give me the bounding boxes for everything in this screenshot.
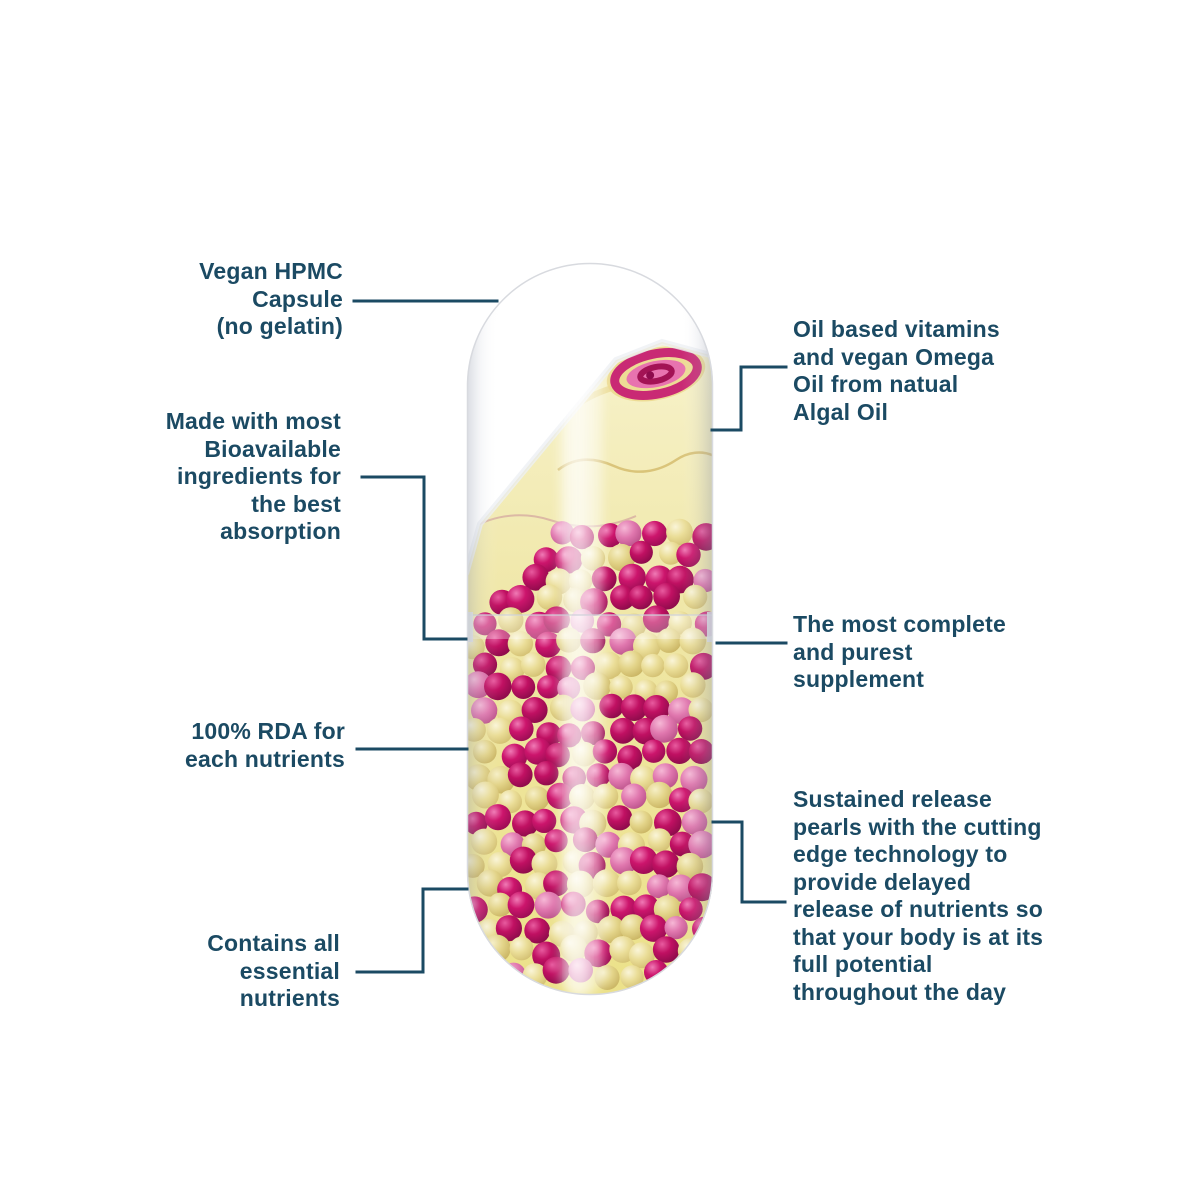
connector-essential-nutrients xyxy=(355,887,469,974)
capsule-outline xyxy=(466,262,714,996)
connector-oil-based-vitamins xyxy=(710,365,788,432)
label-complete-supplement: The most complete and purest supplement xyxy=(793,611,1006,692)
label-vegan-hpmc-capsule: Vegan HPMC Capsule (no gelatin) xyxy=(199,258,343,339)
connector-bioavailable-ingredients xyxy=(360,475,468,641)
label-oil-based-vitamins: Oil based vitamins and vegan Omega Oil f… xyxy=(793,316,1000,425)
label-sustained-release: Sustained release pearls with the cuttin… xyxy=(793,786,1044,1005)
connector-sustained-release xyxy=(711,820,787,904)
label-bioavailable-ingredients: Made with most Bioavailable ingredients … xyxy=(165,408,341,544)
capsule-illustration xyxy=(466,262,714,996)
label-rda-nutrients: 100% RDA for each nutrients xyxy=(184,718,345,772)
label-essential-nutrients: Contains all essential nutrients xyxy=(207,930,340,1011)
